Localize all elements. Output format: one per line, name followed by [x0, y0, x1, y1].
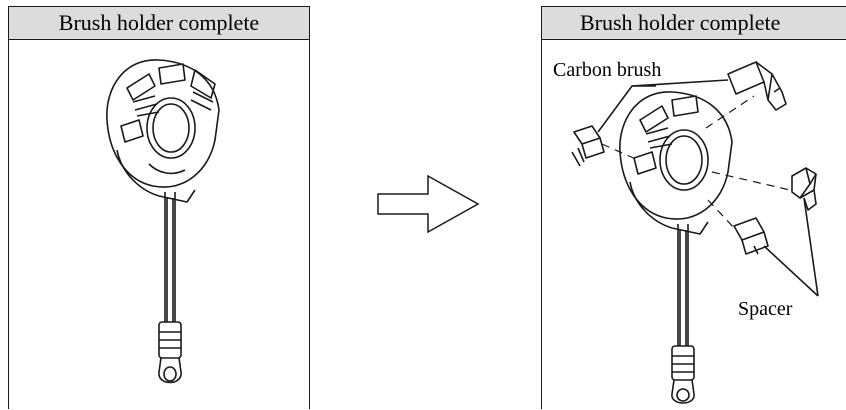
- panel-title-before: Brush holder complete: [9, 7, 309, 40]
- panel-after: Brush holder complete: [541, 6, 846, 409]
- spacer-label: Spacer: [738, 298, 793, 320]
- brush-holder-exploded-illustration: [571, 61, 819, 404]
- carbon-brush-label: Carbon brush: [553, 59, 662, 81]
- brush-holder-complete-illustration: [106, 59, 220, 384]
- right-arrow-icon: [377, 174, 480, 234]
- panel-before: Brush holder complete: [8, 6, 310, 409]
- panel-title-after: Brush holder complete: [542, 7, 846, 40]
